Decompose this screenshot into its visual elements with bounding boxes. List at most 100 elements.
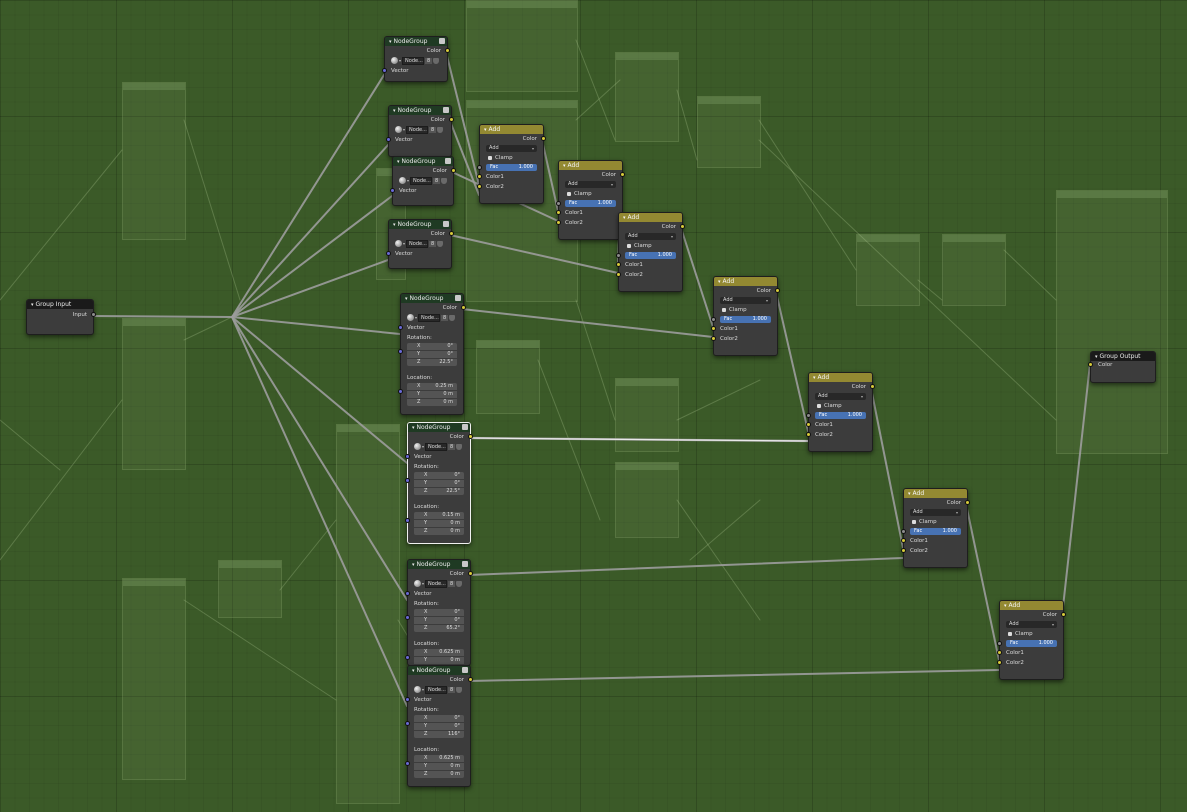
chevron-down-icon[interactable]: ▾ — [403, 241, 406, 246]
vector-input-socket[interactable] — [390, 188, 395, 193]
color2-input-socket[interactable] — [556, 220, 561, 225]
node-tree-selector[interactable]: ▾Node...8 — [414, 685, 463, 694]
chevron-down-icon[interactable]: ▾ — [415, 315, 418, 320]
color2-input-socket[interactable] — [616, 272, 621, 277]
rotation-input-socket[interactable] — [405, 721, 410, 726]
color1-input-socket[interactable] — [711, 326, 716, 331]
color1-input-socket[interactable] — [997, 650, 1002, 655]
color2-input-socket[interactable] — [806, 432, 811, 437]
blend-mode-dropdown[interactable]: Add▾ — [625, 233, 676, 240]
vector-input-socket[interactable] — [386, 137, 391, 142]
color1-input-socket[interactable] — [477, 174, 482, 179]
color-output-socket[interactable] — [449, 117, 454, 122]
fac-input-socket[interactable] — [711, 317, 716, 322]
vector-input-socket[interactable] — [382, 68, 387, 73]
rotation-input-socket[interactable] — [398, 349, 403, 354]
clamp-checkbox[interactable]: Clamp — [567, 190, 592, 198]
blend-mode-dropdown[interactable]: Add▾ — [720, 297, 771, 304]
color-output-socket[interactable] — [449, 231, 454, 236]
vector-input-socket[interactable] — [386, 251, 391, 256]
clamp-checkbox[interactable]: Clamp — [817, 402, 842, 410]
shield-icon[interactable] — [456, 686, 463, 693]
location-input-socket[interactable] — [405, 655, 410, 660]
chevron-down-icon[interactable]: ▾ — [422, 581, 425, 586]
color1-input-socket[interactable] — [901, 538, 906, 543]
shield-icon[interactable] — [449, 314, 456, 321]
color-output-socket[interactable] — [870, 384, 875, 389]
location-input-socket[interactable] — [398, 389, 403, 394]
color2-input-socket[interactable] — [997, 660, 1002, 665]
color2-input-socket[interactable] — [901, 548, 906, 553]
color-output-socket[interactable] — [620, 172, 625, 177]
color-output-socket[interactable] — [468, 677, 473, 682]
color-output-socket[interactable] — [445, 48, 450, 53]
chevron-down-icon[interactable]: ▾ — [1095, 354, 1098, 360]
tree-name-field[interactable]: Node... — [406, 125, 429, 134]
input-socket[interactable] — [91, 312, 96, 317]
shield-icon[interactable] — [437, 126, 444, 133]
clamp-checkbox[interactable]: Clamp — [1008, 630, 1033, 638]
user-count[interactable]: 8 — [425, 57, 433, 64]
vector-input-socket[interactable] — [398, 325, 403, 330]
color1-input-socket[interactable] — [556, 210, 561, 215]
chevron-down-icon[interactable]: ▾ — [718, 279, 721, 285]
color-output-socket[interactable] — [461, 305, 466, 310]
shield-icon[interactable] — [437, 240, 444, 247]
blend-mode-dropdown[interactable]: Add▾ — [565, 181, 616, 188]
fac-input-socket[interactable] — [901, 529, 906, 534]
vector-input-socket[interactable] — [405, 697, 410, 702]
node-tree-selector[interactable]: ▾Node...8 — [395, 125, 444, 134]
user-count[interactable]: 8 — [429, 240, 437, 247]
chevron-down-icon[interactable]: ▾ — [389, 39, 392, 45]
location-input-socket[interactable] — [405, 518, 410, 523]
chevron-down-icon[interactable]: ▾ — [422, 687, 425, 692]
vector-input-socket[interactable] — [405, 454, 410, 459]
color-output-socket[interactable] — [468, 571, 473, 576]
fac-input-socket[interactable] — [616, 253, 621, 258]
blend-mode-dropdown[interactable]: Add▾ — [815, 393, 866, 400]
color-output-socket[interactable] — [468, 434, 473, 439]
shield-icon[interactable] — [433, 57, 440, 64]
chevron-down-icon[interactable]: ▾ — [623, 215, 626, 221]
color1-input-socket[interactable] — [616, 262, 621, 267]
location-input-socket[interactable] — [405, 761, 410, 766]
chevron-down-icon[interactable]: ▾ — [484, 127, 487, 133]
fac-input-socket[interactable] — [556, 201, 561, 206]
chevron-down-icon[interactable]: ▾ — [1004, 603, 1007, 609]
fac-input-socket[interactable] — [806, 413, 811, 418]
tree-name-field[interactable]: Node... — [425, 442, 448, 451]
chevron-down-icon[interactable]: ▾ — [405, 296, 408, 302]
user-count[interactable]: 8 — [441, 314, 449, 321]
node-tree-selector[interactable]: ▾Node...8 — [395, 239, 444, 248]
color-output-socket[interactable] — [451, 168, 456, 173]
